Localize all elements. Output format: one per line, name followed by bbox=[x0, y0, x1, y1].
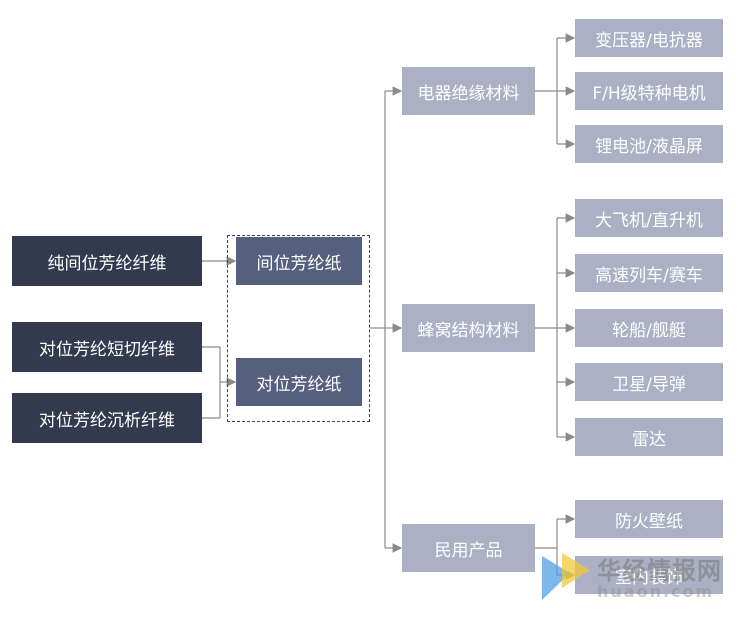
watermark-url: huaon.com bbox=[597, 582, 715, 601]
node-electrical-insulation: 电器绝缘材料 bbox=[402, 67, 535, 115]
node-para-pulp-fiber: 对位芳纶沉析纤维 bbox=[12, 393, 202, 443]
node-app-motor: F/H级特种电机 bbox=[575, 72, 723, 110]
node-app-radar: 雷达 bbox=[575, 418, 723, 456]
node-app-train: 高速列车/赛车 bbox=[575, 254, 723, 292]
node-honeycomb-material: 蜂窝结构材料 bbox=[402, 304, 535, 352]
watermark-logo-icon bbox=[542, 553, 590, 600]
node-para-aramid-paper: 对位芳纶纸 bbox=[236, 358, 362, 406]
watermark-name: 华经情报网 bbox=[597, 557, 722, 585]
node-meta-aramid-fiber: 纯间位芳纶纤维 bbox=[12, 236, 202, 286]
paper-group-frame bbox=[227, 235, 370, 422]
node-app-satellite: 卫星/导弹 bbox=[575, 363, 723, 401]
node-app-battery: 锂电池/液晶屏 bbox=[575, 125, 723, 163]
node-app-ship: 轮船/舰艇 bbox=[575, 309, 723, 347]
node-app-wallpaper: 防火壁纸 bbox=[575, 500, 723, 538]
node-app-aircraft: 大飞机/直升机 bbox=[575, 199, 723, 237]
node-meta-aramid-paper: 间位芳纶纸 bbox=[236, 237, 362, 285]
node-app-interior: 室内装饰 bbox=[575, 556, 723, 594]
node-para-staple-fiber: 对位芳纶短切纤维 bbox=[12, 322, 202, 372]
node-app-transformer: 变压器/电抗器 bbox=[575, 19, 723, 57]
node-civil-products: 民用产品 bbox=[402, 524, 535, 572]
